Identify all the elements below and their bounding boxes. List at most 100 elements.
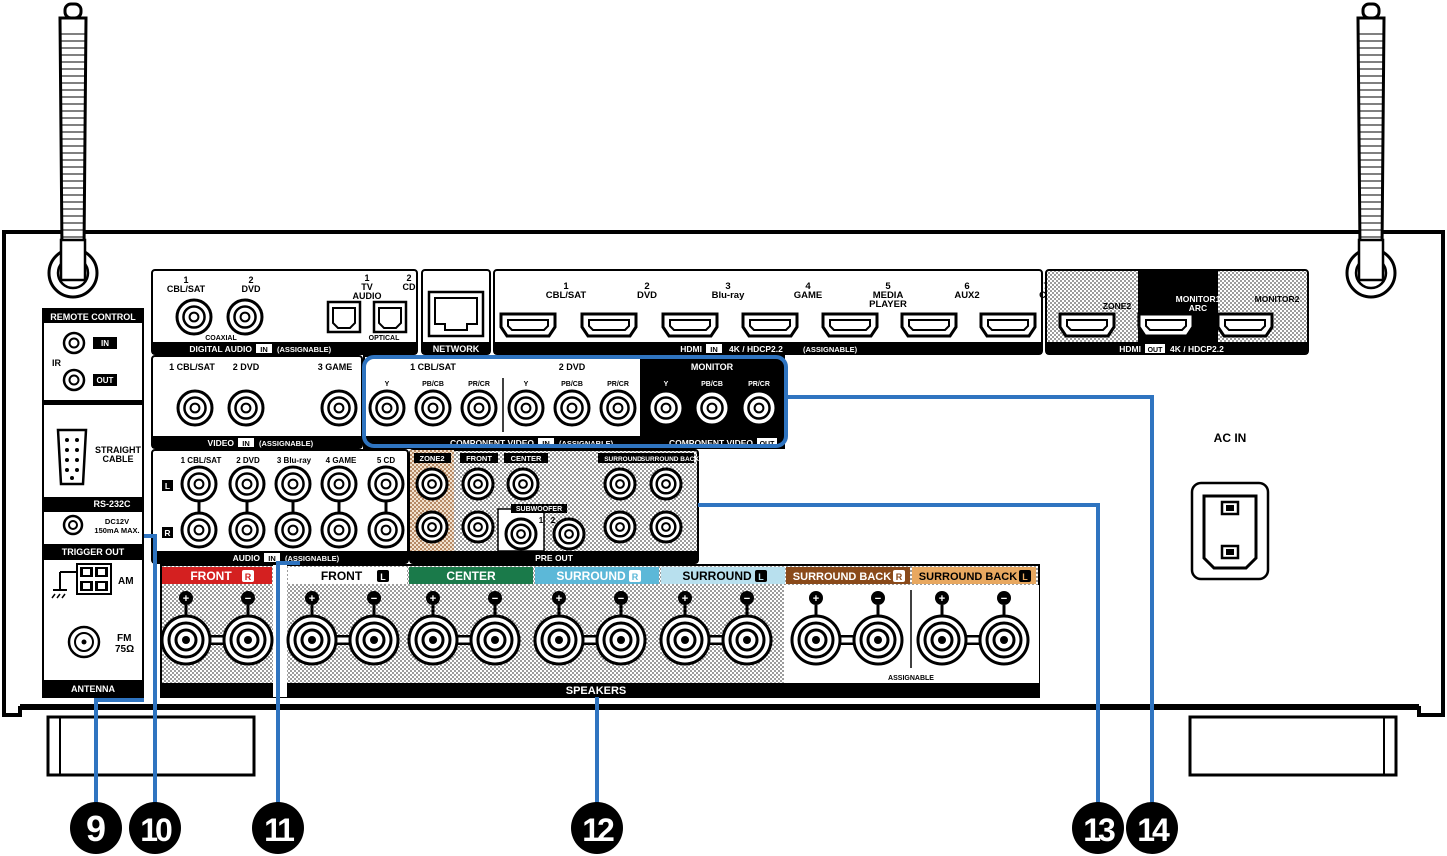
audio-in-5-r-jack[interactable] bbox=[367, 511, 405, 549]
pre-out-surround-badge bbox=[598, 453, 694, 463]
hdmi-out-monitor1-port[interactable] bbox=[1137, 312, 1195, 338]
pre-out-front-l-jack[interactable] bbox=[461, 467, 495, 501]
component-in-group-2: 2 DVD bbox=[559, 362, 586, 372]
component-in-1-y-jack[interactable] bbox=[368, 389, 406, 427]
rs232c-port[interactable] bbox=[56, 428, 88, 486]
am-antenna-terminal[interactable] bbox=[51, 563, 112, 599]
pre-out-surround-r-jack[interactable] bbox=[603, 510, 637, 544]
video-in-badge-label: IN bbox=[242, 439, 250, 448]
trigger-dc-label: DC12V bbox=[105, 517, 129, 526]
hdmi-in-1-port[interactable] bbox=[499, 312, 557, 338]
wireless-antenna-right[interactable] bbox=[1345, 2, 1397, 299]
hdmi-in-3-port[interactable] bbox=[661, 312, 719, 338]
fm-label: FM bbox=[117, 633, 131, 644]
pre-out-front-badge bbox=[460, 453, 498, 463]
audio-in-2-label: 2 DVD bbox=[236, 456, 260, 465]
hdmi-in-7-port[interactable] bbox=[979, 312, 1037, 338]
hdmi-monitor2-label: MONITOR2 bbox=[1255, 294, 1300, 304]
ir-out-jack[interactable] bbox=[62, 368, 86, 392]
pre-out-subwoofer-2-jack[interactable] bbox=[552, 517, 586, 551]
optical-1-jack[interactable] bbox=[326, 300, 362, 334]
pre-out-surround-back-l-jack[interactable] bbox=[649, 467, 683, 501]
ir-in-jack[interactable] bbox=[62, 331, 86, 355]
pre-out-zone2-r-jack[interactable] bbox=[415, 510, 449, 544]
component-out-y-jack[interactable] bbox=[647, 389, 685, 427]
pre-out-front-r-jack[interactable] bbox=[461, 510, 495, 544]
speaker-3-negative-terminal[interactable] bbox=[469, 614, 521, 666]
audio-in-1-l-jack[interactable] bbox=[180, 465, 218, 503]
coaxial-1-jack[interactable] bbox=[175, 298, 213, 336]
trigger-out-jack[interactable] bbox=[62, 514, 84, 536]
speaker-side-label: R bbox=[632, 572, 639, 582]
component-in-1-pr-jack[interactable] bbox=[460, 389, 498, 427]
video-in-1-jack[interactable] bbox=[176, 389, 214, 427]
component-in-1-pb-jack[interactable] bbox=[414, 389, 452, 427]
component-in-title: COMPONENT VIDEO bbox=[450, 438, 534, 448]
pre-out-zone2-l-jack[interactable] bbox=[415, 467, 449, 501]
pre-out-surround-l-jack[interactable] bbox=[603, 467, 637, 501]
network-ethernet-port[interactable] bbox=[427, 290, 485, 338]
fm-ohm-label: 75Ω bbox=[115, 644, 134, 655]
component-out-pr-jack[interactable] bbox=[740, 389, 778, 427]
hdmi-in-2-port[interactable] bbox=[580, 312, 638, 338]
audio-in-3-r-jack[interactable] bbox=[274, 511, 312, 549]
terminal-polarity-label: − bbox=[492, 593, 498, 605]
digital-audio-assignable: (ASSIGNABLE) bbox=[277, 345, 332, 354]
speaker-side-badge bbox=[242, 570, 254, 582]
wireless-antenna-left[interactable] bbox=[47, 2, 99, 299]
component-out-pb-jack[interactable] bbox=[693, 389, 731, 427]
audio-in-5-l-jack[interactable] bbox=[367, 465, 405, 503]
speaker-side-badge bbox=[629, 570, 641, 582]
hdmi-in-6-port[interactable] bbox=[900, 312, 958, 338]
digital-audio-title: DIGITAL AUDIO bbox=[189, 344, 252, 354]
ac-inlet[interactable] bbox=[1190, 481, 1270, 581]
component-in-2-pr-jack[interactable] bbox=[599, 389, 637, 427]
pre-out-center-jack[interactable] bbox=[506, 467, 540, 501]
speaker-6-positive-terminal[interactable] bbox=[790, 614, 842, 666]
hdmi-out-badge-label: OUT bbox=[1148, 347, 1164, 354]
video-in-2-jack[interactable] bbox=[227, 389, 265, 427]
hdmi-in-5-port[interactable] bbox=[821, 312, 879, 338]
speaker-7-negative-terminal[interactable] bbox=[978, 614, 1030, 666]
pre-out-subwoofer-1-jack[interactable] bbox=[504, 517, 538, 551]
component-out-badge bbox=[757, 438, 777, 447]
pre-out-zone2-label: ZONE2 bbox=[419, 454, 444, 463]
component-in-2-pb-jack[interactable] bbox=[553, 389, 591, 427]
audio-in-4-r-jack[interactable] bbox=[320, 511, 358, 549]
trigger-ma-label: 150mA MAX. bbox=[94, 526, 139, 535]
speaker-channel-label: SURROUND bbox=[556, 569, 626, 583]
speaker-6-negative-terminal[interactable] bbox=[852, 614, 904, 666]
terminal-polarity-label: − bbox=[744, 593, 750, 605]
antenna-rod bbox=[1356, 16, 1386, 252]
speaker-2-positive-terminal[interactable] bbox=[286, 614, 338, 666]
speaker-7-positive-terminal[interactable] bbox=[916, 614, 968, 666]
audio-in-1-r-jack[interactable] bbox=[180, 511, 218, 549]
speaker-4-positive-terminal[interactable] bbox=[533, 614, 585, 666]
video-in-assignable: (ASSIGNABLE) bbox=[259, 439, 314, 448]
coaxial-2-jack[interactable] bbox=[226, 298, 264, 336]
plus-icon bbox=[809, 591, 823, 605]
speaker-side-label: R bbox=[896, 572, 903, 582]
speaker-5-positive-terminal[interactable] bbox=[659, 614, 711, 666]
speaker-1-negative-terminal[interactable] bbox=[222, 614, 274, 666]
speaker-4-negative-terminal[interactable] bbox=[595, 614, 647, 666]
pre-out-title: PRE OUT bbox=[535, 553, 574, 563]
speaker-2-negative-terminal[interactable] bbox=[348, 614, 400, 666]
speaker-5-negative-terminal[interactable] bbox=[721, 614, 773, 666]
audio-in-4-l-jack[interactable] bbox=[320, 465, 358, 503]
optical-cd-label: CD bbox=[403, 282, 416, 292]
audio-in-2-l-jack[interactable] bbox=[228, 465, 266, 503]
hdmi-out-monitor2-port[interactable] bbox=[1216, 312, 1274, 338]
fm-antenna-jack[interactable] bbox=[67, 625, 101, 659]
pre-out-surround-back-r-jack[interactable] bbox=[649, 510, 683, 544]
audio-in-2-r-jack[interactable] bbox=[228, 511, 266, 549]
video-in-3-jack[interactable] bbox=[320, 389, 358, 427]
audio-in-3-l-jack[interactable] bbox=[274, 465, 312, 503]
component-in-2-y-jack[interactable] bbox=[507, 389, 545, 427]
hdmi-out-zone2-port[interactable] bbox=[1058, 312, 1116, 338]
speaker-1-positive-terminal[interactable] bbox=[160, 614, 212, 666]
speaker-3-positive-terminal[interactable] bbox=[407, 614, 459, 666]
optical-2-jack[interactable] bbox=[372, 300, 408, 334]
audio-in-3-label: 3 Blu-ray bbox=[277, 456, 312, 465]
hdmi-in-4-port[interactable] bbox=[741, 312, 799, 338]
